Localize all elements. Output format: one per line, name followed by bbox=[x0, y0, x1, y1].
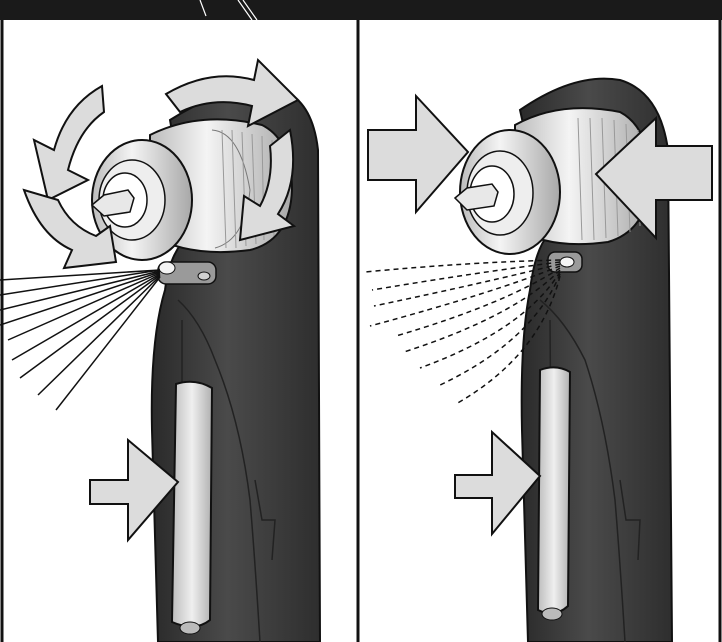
drill-chuck bbox=[92, 119, 292, 260]
light-rays-solid bbox=[0, 270, 160, 410]
work-light-lens-2 bbox=[560, 257, 574, 267]
header-band bbox=[0, 0, 722, 20]
panel-right bbox=[365, 79, 712, 642]
panel-left bbox=[0, 60, 320, 642]
squeeze-arrow-left bbox=[368, 96, 468, 212]
work-light-button bbox=[198, 272, 210, 280]
work-light-lens bbox=[159, 262, 175, 274]
trigger-tip-2 bbox=[542, 608, 562, 620]
trigger-tip bbox=[180, 622, 200, 634]
trigger bbox=[172, 382, 212, 627]
trigger-2 bbox=[538, 367, 570, 613]
